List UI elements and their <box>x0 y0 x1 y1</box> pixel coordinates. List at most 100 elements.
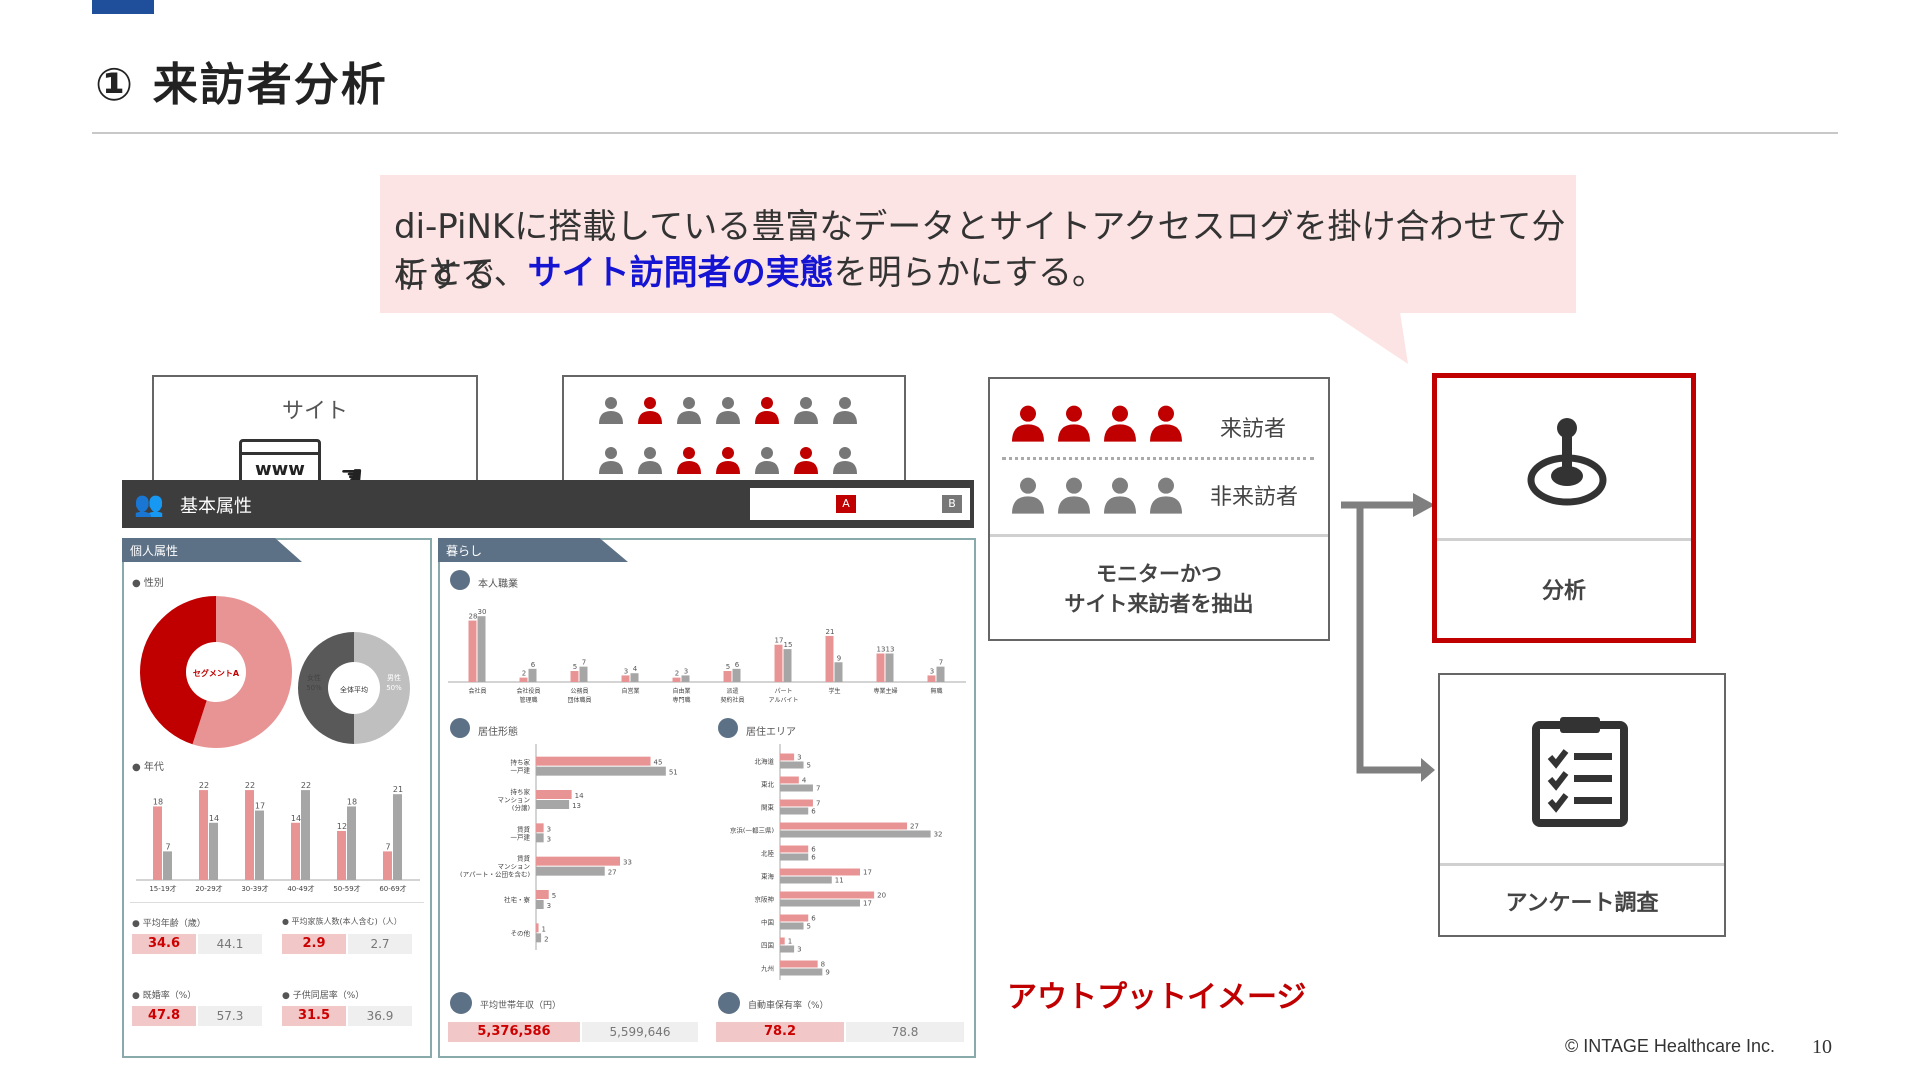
person-icon <box>596 395 626 425</box>
dashboard-title: 基本属性 <box>180 496 252 517</box>
bar-value-label: 3 <box>547 825 551 833</box>
survey-label: アンケート調査 <box>1505 891 1659 916</box>
donut-b-legend: 男性 <box>387 673 401 682</box>
bar-value-label: 6 <box>811 808 816 816</box>
person-icon <box>830 395 860 425</box>
bar <box>780 830 931 838</box>
copyright: © INTAGE Healthcare Inc. <box>1565 1036 1775 1056</box>
bar-value-label: 14 <box>575 792 584 800</box>
category-label: 会社員 <box>468 687 486 695</box>
bar <box>536 900 544 909</box>
category-label: 東海 <box>761 872 775 881</box>
clipboard-icon <box>1532 717 1628 827</box>
household-b: 2.7 <box>348 934 412 954</box>
area-icon <box>718 718 738 738</box>
bar-value-label: 4 <box>802 777 807 785</box>
callout-post: を明らかにする。 <box>833 253 1106 293</box>
visitor-person-icon <box>1146 403 1186 443</box>
bar-value-label: 3 <box>624 667 628 675</box>
segment-a-badge[interactable]: A <box>836 495 856 513</box>
category-label: 北海道 <box>755 757 775 766</box>
bar-value-label: 7 <box>939 659 943 667</box>
bar-value-label: 27 <box>910 823 919 831</box>
donut-b-label: 全体平均 <box>340 685 368 694</box>
bar <box>519 677 528 682</box>
bar <box>383 851 392 880</box>
category-label: 60-69才 <box>379 884 406 893</box>
bar <box>347 806 356 880</box>
bar <box>536 866 605 876</box>
bar <box>621 675 630 682</box>
bar <box>936 666 945 682</box>
nonvisitor-person-icon <box>1054 475 1094 515</box>
bar-value-label: 3 <box>684 667 688 675</box>
category-label: 賃貸 <box>517 824 531 833</box>
bar <box>780 922 804 930</box>
bar-value-label: 7 <box>816 785 820 793</box>
bar <box>672 677 681 682</box>
category-label: 四国 <box>761 942 774 950</box>
visitor-icons <box>1008 403 1192 447</box>
bar-value-label: 22 <box>245 781 255 790</box>
car-b: 78.8 <box>846 1022 964 1042</box>
bar <box>780 753 795 761</box>
visitor-divider <box>1002 457 1314 460</box>
person-icon <box>791 445 821 475</box>
bar <box>681 675 690 682</box>
bar <box>885 653 894 682</box>
callout-pre: ことで、 <box>394 253 528 293</box>
bar <box>780 968 823 976</box>
person-icon <box>635 395 665 425</box>
bar-value-label: 27 <box>608 869 617 877</box>
nonvisitor-person-icon <box>1008 475 1048 515</box>
extract-divider <box>990 534 1328 537</box>
person-icon <box>674 395 704 425</box>
bar <box>536 800 570 809</box>
bar <box>780 891 875 899</box>
bar-value-label: 9 <box>825 969 829 977</box>
bar <box>291 822 300 880</box>
bar-value-label: 14 <box>209 814 219 823</box>
donut-b-legend: 50% <box>386 684 402 692</box>
bar-value-label: 3 <box>547 835 551 843</box>
bar-value-label: 45 <box>654 759 663 767</box>
bar <box>536 933 542 943</box>
life-tab: 暮らし <box>438 538 628 562</box>
www-text: www <box>255 459 305 480</box>
bar-value-label: 30 <box>478 608 487 616</box>
category-label: 20-29才 <box>195 884 222 893</box>
category-label: 50-59才 <box>333 884 360 893</box>
donut-a-label: セグメントA <box>193 668 240 678</box>
bar-value-label: 5 <box>726 663 730 671</box>
children-a: 31.5 <box>282 1006 346 1026</box>
bar-value-label: 13 <box>877 645 886 653</box>
person-icon <box>713 395 743 425</box>
category-label: 中国 <box>761 918 774 927</box>
donut-b-legend: 女性 <box>307 673 321 682</box>
bar-value-label: 3 <box>930 667 934 675</box>
joystick-icon <box>1527 418 1607 506</box>
bar <box>536 856 620 866</box>
bar-value-label: 51 <box>669 769 678 777</box>
stats-divider <box>130 902 424 903</box>
nonvisitor-icons <box>1008 475 1192 519</box>
bar-value-label: 12 <box>337 822 347 831</box>
nonvisitor-person-icon <box>1146 475 1186 515</box>
bar <box>780 799 813 807</box>
bar <box>876 653 885 682</box>
bar <box>153 806 162 880</box>
bar-value-label: 11 <box>835 877 844 885</box>
bar-value-label: 7 <box>165 842 170 851</box>
segment-b-badge[interactable]: B <box>942 495 962 513</box>
married-b: 57.3 <box>198 1006 262 1026</box>
segment-selector[interactable]: A B <box>750 488 970 520</box>
category-label: 専業主婦 <box>873 687 897 695</box>
bar <box>393 794 402 880</box>
category-label: 自営業 <box>621 687 639 695</box>
bar <box>536 890 549 899</box>
person-icon <box>752 395 782 425</box>
bar-value-label: 8 <box>821 961 825 969</box>
bar-value-label: 5 <box>807 923 811 931</box>
bar <box>630 673 639 682</box>
